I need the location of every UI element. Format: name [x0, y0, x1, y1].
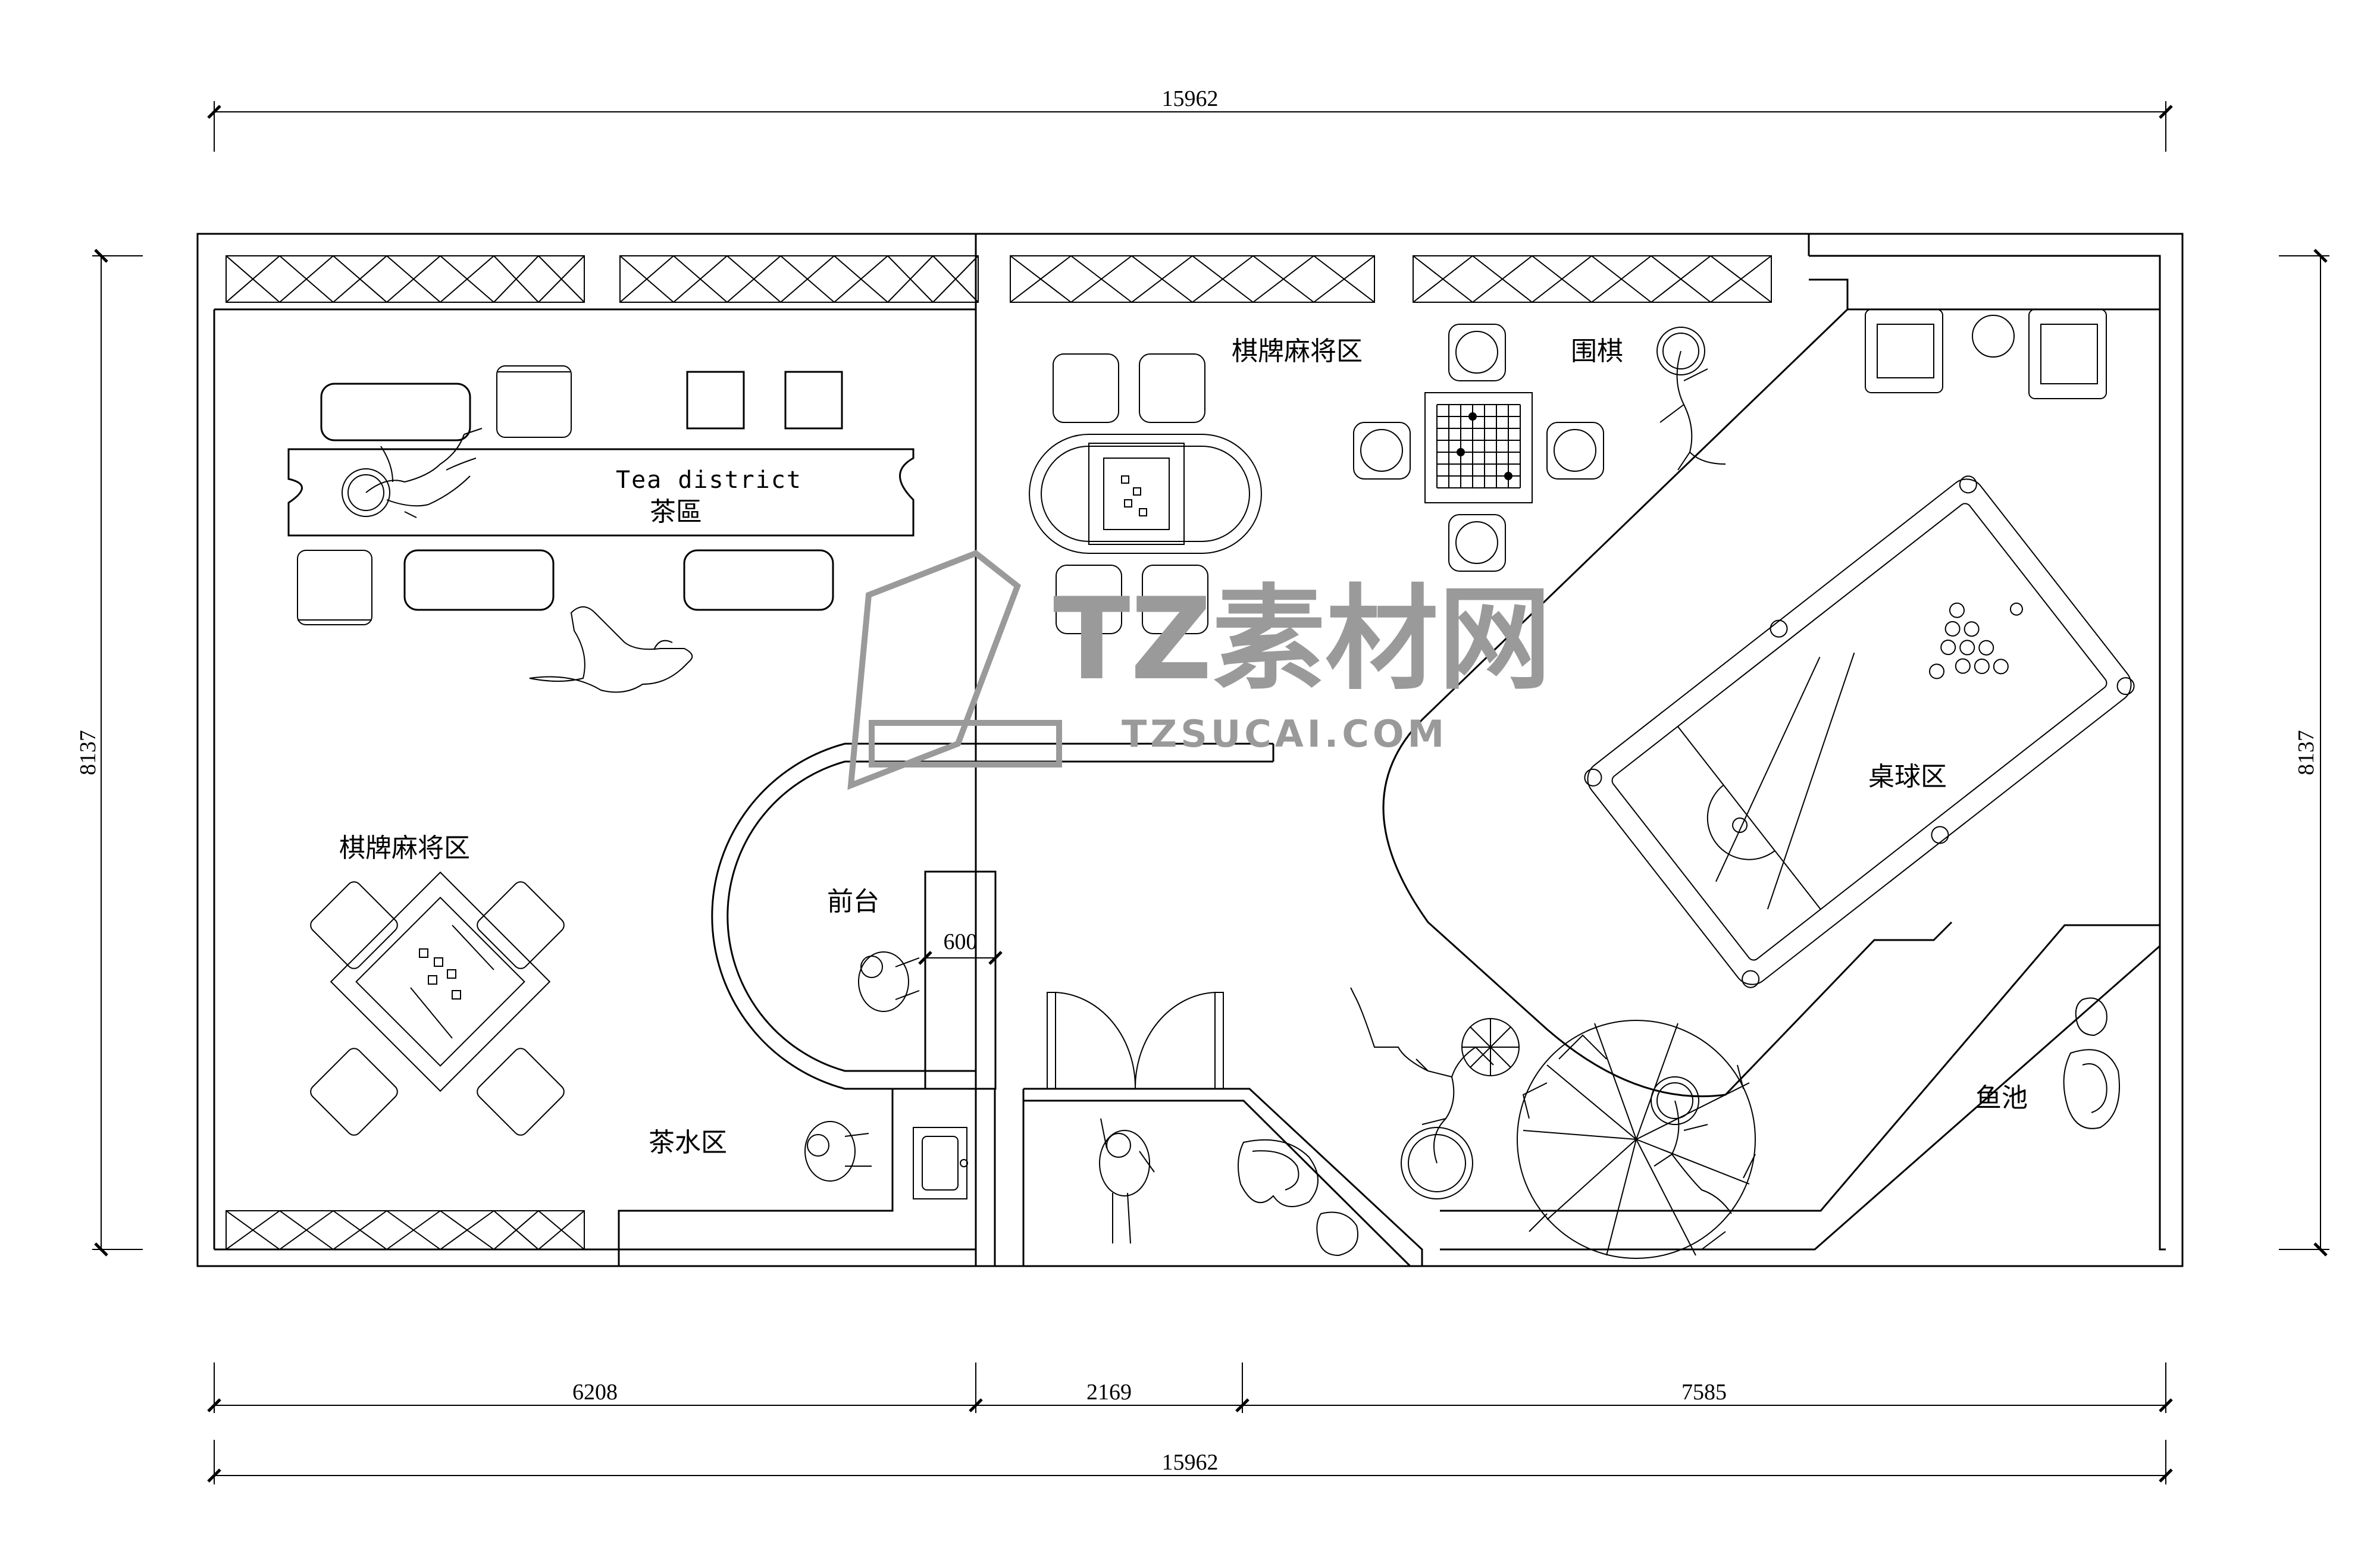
window-top-2 [619, 255, 979, 303]
sofa-icon [1865, 309, 2107, 399]
chair-icon [310, 881, 565, 1136]
tree-icon [1517, 1020, 1756, 1259]
dim-seg-1: 6208 [572, 1380, 618, 1405]
dimension-bottom-segments: 6208 2169 7585 [207, 1362, 2173, 1413]
dog-icon [529, 606, 693, 693]
person-icon [858, 951, 920, 1012]
mahjong-top-label: 棋牌麻将区 [1232, 336, 1363, 366]
go-board-icon [1424, 392, 1533, 503]
chair-icon [1053, 353, 1208, 634]
dim-counter-width: 600 [944, 929, 978, 954]
tea-water-label: 茶水区 [649, 1127, 727, 1158]
plant-icon [342, 428, 483, 518]
dim-seg-2: 2169 [1086, 1380, 1132, 1405]
plant-icon [1651, 1076, 1732, 1214]
outer-walls [196, 233, 2184, 1267]
fish-pond-label: 鱼池 [1975, 1083, 2028, 1113]
dim-seg-3: 7585 [1681, 1380, 1727, 1405]
person-icon [804, 1121, 872, 1182]
chair-icon [1353, 324, 1604, 572]
go-label: 围棋 [1571, 336, 1623, 366]
windows [226, 255, 1772, 1250]
entrance-doors [1047, 992, 1224, 1089]
mahjong-left-label: 棋牌麻将区 [339, 833, 470, 863]
tea-district-label-cn: 茶區 [650, 497, 702, 527]
plant-icon [1350, 987, 1494, 1199]
watermark-url: TZSUCAI.COM [1122, 712, 1448, 756]
dimension-left: 8137 [76, 249, 143, 1257]
window-top-1 [226, 255, 585, 303]
rock-icon [2063, 997, 2120, 1129]
sink-icon [913, 1127, 968, 1199]
billiard-table-icon [1584, 475, 2135, 988]
person-icon [1099, 1118, 1155, 1244]
chair-icon [297, 550, 372, 625]
window-top-3 [1010, 255, 1375, 303]
partitions [618, 278, 2161, 1267]
watermark-brand: TZ素材网 [1053, 574, 1551, 705]
window-bottom-1 [226, 1210, 585, 1250]
chair-icon [496, 365, 572, 438]
counter-dimension: 600 [918, 929, 1003, 965]
plant-icon [1656, 327, 1726, 471]
tea-table [287, 448, 915, 537]
plant-icon [1461, 1018, 1520, 1076]
watermark: TZ素材网 TZSUCAI.COM [847, 550, 1551, 790]
dim-right-height: 8137 [2294, 730, 2319, 775]
dim-left-height: 8137 [76, 730, 101, 775]
window-top-4 [1413, 255, 1772, 303]
rock-icon [1238, 1139, 1358, 1257]
dimension-bottom-total: 15962 [207, 1440, 2173, 1484]
dim-bottom-total: 15962 [1162, 1450, 1219, 1475]
mahjong-table-icon [1029, 434, 1262, 554]
dim-top-total: 15962 [1162, 86, 1219, 111]
dimension-top: 15962 [207, 86, 2173, 152]
mahjong-table-icon [330, 871, 551, 1092]
tea-district-area: Tea district 茶區 [287, 365, 915, 693]
reception-label: 前台 [827, 886, 879, 917]
tea-district-label-en: Tea district [616, 466, 802, 494]
dimension-right: 8137 [2279, 249, 2329, 1257]
billiards-label: 桌球区 [1868, 762, 1947, 792]
